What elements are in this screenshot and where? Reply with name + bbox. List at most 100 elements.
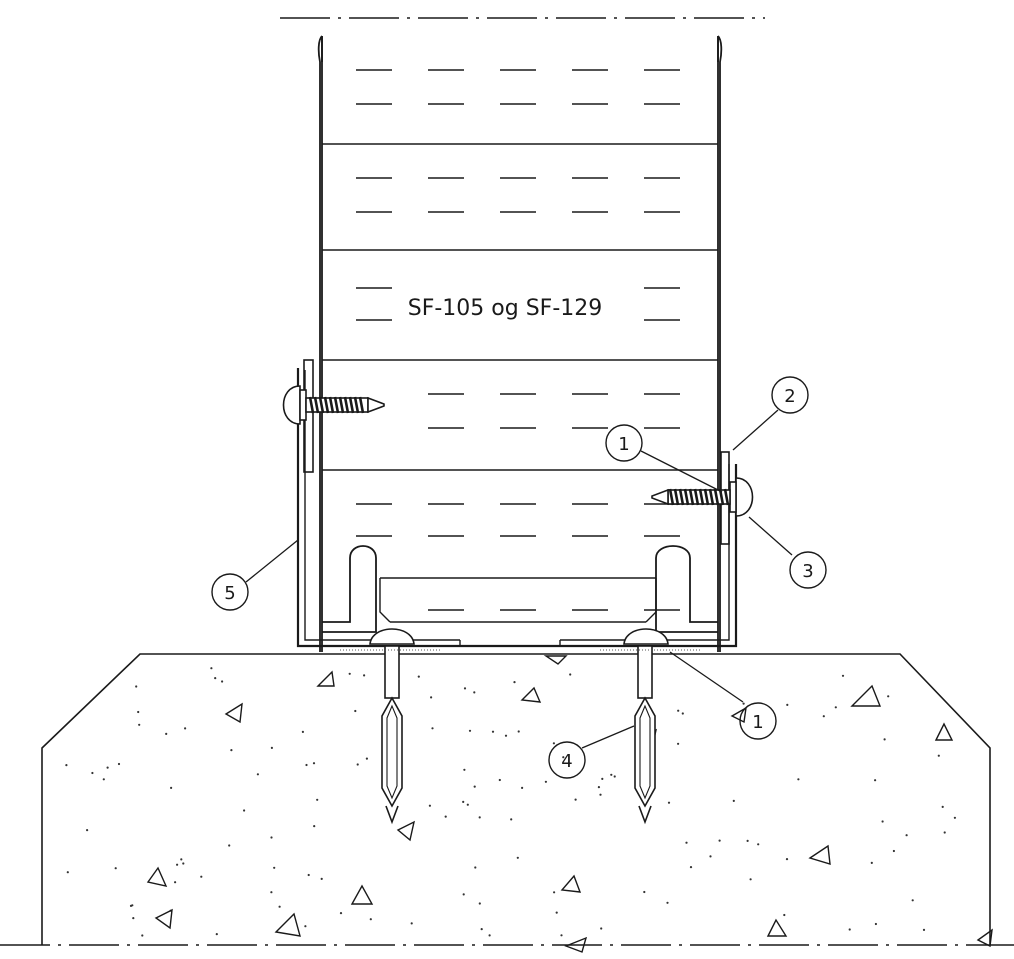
speckle (270, 836, 273, 839)
screw-thread (318, 396, 325, 414)
aggregate (350, 884, 374, 905)
speckle (256, 773, 259, 776)
speckle (141, 934, 144, 937)
concrete-aggregates (146, 655, 993, 953)
speckle (106, 766, 109, 769)
speckle (135, 685, 138, 688)
anchor-right (623, 628, 669, 825)
speckle (544, 780, 548, 783)
speckle (941, 805, 944, 809)
speckle (215, 933, 218, 936)
sandwich-panel: SF-105 og SF-129 (317, 35, 723, 652)
callout-2: 2 (771, 376, 809, 414)
speckle (841, 674, 845, 677)
speckle (221, 680, 224, 683)
speckle (478, 816, 481, 819)
svg-text:2: 2 (784, 386, 795, 407)
speckle (911, 899, 914, 902)
speckle (574, 798, 577, 801)
speckle (463, 687, 467, 690)
left-hook (322, 545, 377, 633)
speckle (184, 727, 187, 730)
speckle (883, 738, 886, 741)
speckle (870, 861, 873, 865)
speckle (65, 764, 68, 767)
speckle (732, 799, 735, 803)
callout-4: 4 (548, 741, 586, 779)
speckle (488, 934, 491, 937)
screw-thread (683, 488, 690, 506)
callout-1-lower: 1 (739, 702, 777, 740)
speckle (214, 677, 217, 680)
speckle (307, 873, 310, 877)
leader-lines (245, 409, 793, 749)
speckle (874, 922, 878, 926)
speckle (905, 834, 908, 837)
speckle (613, 775, 616, 778)
speckle (210, 667, 213, 670)
speckle (117, 762, 121, 766)
speckle (480, 928, 483, 931)
speckle (599, 793, 602, 796)
speckle (137, 710, 140, 714)
screw-thread (703, 488, 710, 506)
speckle (610, 773, 613, 776)
speckle (86, 829, 89, 832)
speckle (354, 709, 357, 713)
speckle (165, 732, 168, 736)
speckle (428, 804, 431, 807)
speckle (510, 818, 513, 821)
callout-3: 3 (789, 551, 827, 589)
speckle (369, 918, 372, 921)
speckle (182, 862, 185, 865)
speckle (749, 878, 752, 881)
screw-thread (313, 396, 320, 414)
panel-label-bg (392, 286, 618, 326)
screw-thread (713, 488, 720, 506)
speckle (491, 730, 495, 733)
aggregate (766, 918, 788, 937)
speckle (937, 754, 940, 757)
speckle (176, 863, 179, 866)
speckle (569, 673, 572, 676)
callout-1-upper: 1 (605, 424, 643, 462)
speckle (228, 844, 231, 847)
screw-thread (698, 488, 705, 506)
aggregate (850, 684, 882, 707)
speckle (504, 734, 508, 737)
svg-text:1: 1 (618, 434, 629, 455)
speckle (597, 786, 601, 789)
speckle (301, 730, 304, 734)
speckle (462, 893, 465, 896)
speckle (365, 757, 368, 760)
screw-thread (358, 396, 365, 414)
speckle (444, 815, 447, 818)
speckle (356, 763, 359, 766)
screw-thread (688, 488, 695, 506)
aggregate (520, 686, 542, 703)
speckle (922, 928, 926, 932)
speckle (667, 801, 671, 804)
aggregate (154, 908, 173, 930)
speckle (273, 866, 276, 869)
aggregate (146, 866, 168, 887)
screw-thread (333, 396, 340, 414)
speckle (320, 877, 323, 881)
screw-thread (323, 396, 330, 414)
speckle (312, 762, 316, 765)
speckle (430, 696, 433, 699)
speckle (562, 756, 565, 759)
screw-thread (348, 396, 355, 414)
speckle (742, 702, 745, 705)
speckle (848, 928, 851, 931)
insulation-dashes (356, 69, 680, 611)
speckle (797, 778, 800, 781)
speckle (478, 902, 481, 905)
callout-5: 5 (211, 573, 249, 611)
speckle (685, 841, 688, 844)
speckle (270, 891, 273, 894)
speckle (339, 912, 343, 915)
svg-text:1: 1 (752, 712, 763, 733)
aggregate (560, 874, 582, 893)
